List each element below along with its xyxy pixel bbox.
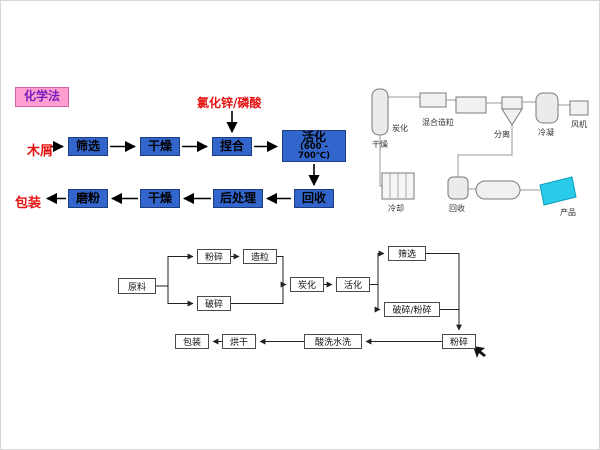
equipment-label-mix: 混合造粒 (422, 117, 454, 127)
method-label: 化学法 (15, 87, 69, 107)
bottom-granulate-box: 造粒 (243, 249, 277, 264)
pipe (457, 125, 513, 177)
bottom-carbonize-box: 炭化 (290, 277, 324, 292)
equipment-label-separate: 分离 (494, 129, 510, 139)
bottom-sieve-box: 筛选 (388, 246, 426, 261)
connector-activate-to-mill (370, 284, 381, 313)
bottom-pulverize-box: 粉碎 (442, 334, 476, 349)
step-drying1-box: 干燥 (140, 137, 180, 156)
step-kneading-box: 捏合 (212, 137, 252, 156)
condenser-tank (535, 92, 559, 124)
cyclone-cone (501, 108, 523, 126)
mixer-unit (419, 92, 447, 108)
recovery-vessel (447, 176, 469, 200)
step-activation-box: 活化 (600 - 700℃) (282, 130, 346, 162)
activation-title: 活化 (301, 129, 326, 144)
equipment-label-dry: 干燥 (372, 140, 388, 149)
pipe (379, 135, 382, 187)
step-milling-box: 磨粉 (68, 189, 108, 208)
equipment-label-condense: 冷凝 (538, 127, 554, 137)
bottom-crush-top-box: 粉碎 (197, 249, 231, 264)
fan-unit (569, 100, 589, 116)
bottom-raw-material-box: 原料 (118, 278, 156, 294)
connector-activate-to-sieve (370, 250, 385, 285)
step-posttreatment-box: 后处理 (213, 189, 263, 208)
activation-temperature: (600 - 700℃) (298, 142, 330, 162)
input-material-label: 木屑 (27, 144, 54, 159)
bottom-mill-box: 破碎/粉碎 (384, 302, 440, 317)
equipment-schematic: 炭化 干燥 混合造粒 分离 冷凝 风机 冷却 回收 产品 (371, 88, 589, 217)
connector-raw-to-crushbottom (156, 285, 194, 307)
chemical-note: 氯化锌/磷酸 (197, 96, 262, 110)
step-drying2-box: 干燥 (140, 189, 180, 208)
bottom-activate-box: 活化 (336, 277, 370, 292)
step-recovery-box: 回收 (294, 189, 334, 208)
output-packaging-label: 包装 (15, 196, 42, 211)
bottom-dry-box: 烘干 (222, 334, 256, 349)
connector-sieve-to-pulverize (426, 253, 462, 331)
connector-raw-to-crushtop (156, 253, 194, 287)
carbonization-column (371, 88, 389, 136)
equipment-label-product: 产品 (560, 207, 576, 217)
cyclone-separator (501, 96, 523, 110)
equipment-label-carbonize: 炭化 (392, 123, 408, 133)
granulator-unit (455, 96, 487, 114)
bottom-crush-bottom-box: 破碎 (197, 296, 231, 311)
rotary-cylinder (475, 180, 521, 200)
bottom-wash-box: 酸洗水洗 (304, 334, 362, 349)
equipment-label-recover: 回收 (449, 203, 465, 213)
cooler-unit (381, 172, 415, 200)
product-flag (539, 176, 577, 206)
equipment-label-fan: 风机 (571, 119, 587, 129)
equipment-label-cool: 冷却 (388, 203, 404, 213)
bottom-pack-box: 包装 (175, 334, 209, 349)
connector-granulate-to-carbonize (277, 256, 287, 288)
step-screening-box: 筛选 (68, 137, 108, 156)
connector-crushbottom-to-carbonize (231, 284, 284, 304)
